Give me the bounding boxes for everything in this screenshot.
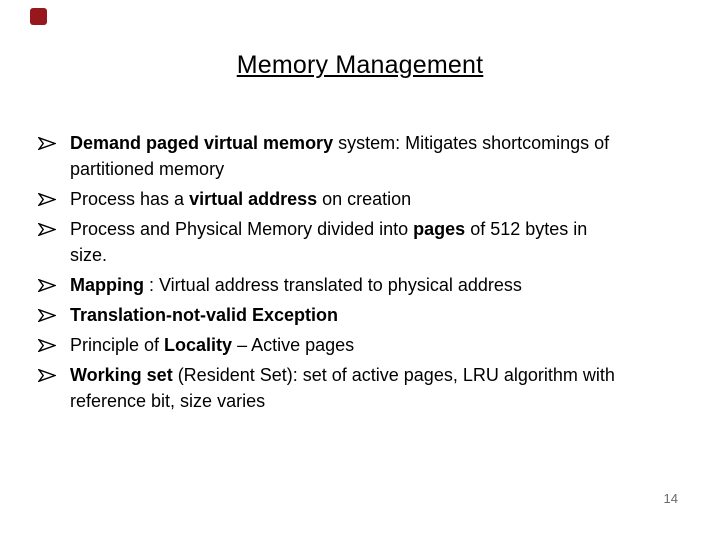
- bullet-item-text: Principle of Locality – Active pages: [70, 335, 355, 355]
- arrowhead-right-icon: [38, 332, 56, 352]
- arrowhead-right-icon: [38, 216, 56, 236]
- red-square-decoration: [30, 8, 47, 25]
- slide-title: Memory Management: [236, 51, 484, 79]
- arrowhead-right-icon: [38, 362, 56, 382]
- arrowhead-right-icon: [38, 130, 56, 150]
- list-item: Process and Physical Memory divided into…: [38, 216, 690, 268]
- bullet-item-text: Mapping : Virtual address translated to …: [70, 275, 522, 295]
- bullet-item-text: Demand paged virtual memory system: Miti…: [70, 133, 610, 179]
- list-item: Working set (Resident Set): set of activ…: [38, 362, 690, 414]
- arrowhead-right-icon: [38, 186, 56, 206]
- arrowhead-right-icon: [38, 272, 56, 292]
- list-item: Mapping : Virtual address translated to …: [38, 272, 690, 298]
- list-item: Principle of Locality – Active pages: [38, 332, 690, 358]
- bullet-item-text: Translation-not-valid Exception: [70, 305, 339, 325]
- bullet-item-text: Process has a virtual address on creatio…: [70, 189, 412, 209]
- page-number: 14: [663, 491, 678, 506]
- bullet-item-text: Working set (Resident Set): set of activ…: [70, 365, 615, 411]
- list-item: Demand paged virtual memory system: Miti…: [38, 130, 690, 182]
- list-item: Process has a virtual address on creatio…: [38, 186, 690, 212]
- bullet-item-text: Process and Physical Memory divided into…: [70, 219, 588, 265]
- bullet-list: Demand paged virtual memory system: Miti…: [38, 130, 690, 418]
- list-item: Translation-not-valid Exception: [38, 302, 690, 328]
- arrowhead-right-icon: [38, 302, 56, 322]
